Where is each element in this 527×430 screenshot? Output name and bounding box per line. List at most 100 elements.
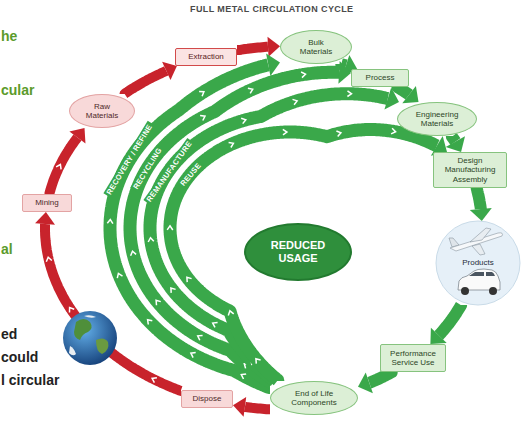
node-label: Extraction (188, 52, 224, 62)
node-text-wrap: Mining (35, 198, 59, 208)
band-path (397, 87, 409, 95)
arrow-head (384, 88, 399, 110)
node-text-wrap: Raw Materials (81, 102, 123, 121)
flow-chevron (241, 118, 246, 123)
band-path (237, 47, 268, 50)
node-label: Process (366, 73, 395, 83)
flow-chevron (187, 277, 192, 282)
node-text-wrap: Performance Service Use (387, 349, 439, 368)
node-label: Products (460, 258, 496, 268)
flow-band (125, 62, 177, 94)
process-box: Performance Service Use (380, 344, 446, 372)
node-text-wrap: Dispose (193, 394, 222, 404)
flow-band (358, 372, 392, 393)
band-path (452, 136, 456, 142)
flow-chevron (347, 91, 351, 97)
globe-land (96, 338, 108, 354)
flow-chevron (70, 308, 75, 313)
arrow-head (430, 328, 446, 344)
flow-chevron (198, 335, 203, 340)
flow-chevron (229, 142, 234, 147)
flow-chevron (148, 320, 153, 325)
node-text-wrap: Products (460, 258, 496, 268)
node-text-wrap: Engineering Materials (412, 110, 462, 129)
flow-chevron (148, 238, 154, 242)
flow-chevron (167, 226, 173, 230)
node-label: Engineering Materials (412, 110, 462, 129)
flow-band (470, 188, 492, 221)
arrow-head (338, 61, 351, 84)
flow-chevron (283, 129, 287, 135)
flow-chevron (200, 116, 205, 121)
flow-chevron (336, 131, 341, 136)
car-icon (458, 269, 500, 295)
arrow-head (266, 54, 280, 77)
band-path (125, 71, 167, 94)
material-oval: Bulk Materials (280, 30, 352, 64)
flow-chevron (191, 353, 196, 358)
airplane-icon (449, 228, 503, 255)
node-label: REDUCED USAGE (262, 239, 334, 265)
flow-band (233, 397, 270, 417)
center-oval: REDUCED USAGE (244, 223, 352, 281)
process-box: Process (351, 69, 409, 87)
band-path (477, 188, 481, 209)
flow-chevron (46, 257, 52, 262)
flow-chevron (199, 92, 204, 97)
arrow-head (233, 397, 246, 417)
stage-box: Dispose (181, 390, 233, 408)
node-text-wrap: REDUCED USAGE (262, 239, 334, 265)
flow-chevron (228, 311, 233, 316)
cropped-text: could (1, 349, 38, 365)
cropped-text: al (1, 241, 13, 257)
globe-cloud (84, 315, 96, 318)
flow-chevron (241, 374, 246, 379)
band-path (245, 407, 270, 409)
flow-band (50, 128, 86, 194)
cropped-text: cular (1, 82, 34, 98)
flow-chevron (248, 88, 253, 93)
band-path (439, 305, 461, 335)
node-text-wrap: Extraction (188, 52, 224, 62)
flow-chevron (293, 99, 298, 104)
flow-chevron (131, 251, 137, 256)
flow-chevron (156, 300, 161, 305)
cropped-text: l circular (1, 372, 59, 388)
flow-chevron (117, 273, 122, 278)
arrow-head (69, 128, 85, 143)
material-oval: End of Life Components (270, 381, 358, 415)
stage-box: Mining (22, 194, 72, 212)
node-label: Dispose (193, 394, 222, 404)
flow-chevron (256, 359, 261, 364)
flow-chevron (301, 72, 305, 78)
process-box: Design Manufacturing Assembly (433, 152, 507, 188)
globe-land (74, 319, 92, 340)
stage-box: Extraction (175, 48, 237, 66)
material-oval: Engineering Materials (397, 102, 477, 136)
flow-band (237, 37, 280, 57)
node-label: Bulk Materials (294, 38, 338, 57)
diagram-title: FULL METAL CIRCULATION CYCLE (190, 4, 354, 14)
globe-cloud (69, 346, 76, 355)
flow-chevron (171, 288, 176, 293)
flow-band (446, 136, 465, 152)
flow-band (167, 128, 447, 381)
material-oval: Raw Materials (69, 94, 135, 128)
arrow-head (470, 208, 492, 221)
cropped-text: ed (1, 326, 17, 342)
node-text-wrap: Bulk Materials (294, 38, 338, 57)
flow-chevron (152, 378, 157, 383)
node-label: Design Manufacturing Assembly (438, 156, 502, 185)
node-text-wrap: Process (366, 73, 395, 83)
arrow-head (35, 212, 55, 225)
globe-disc (63, 311, 117, 365)
earth-globe (63, 311, 117, 365)
node-label: End of Life Components (286, 389, 342, 408)
cropped-text: he (1, 28, 17, 44)
flow-chevron (56, 165, 61, 170)
arrow-head (402, 86, 418, 103)
products-disc (436, 221, 520, 305)
